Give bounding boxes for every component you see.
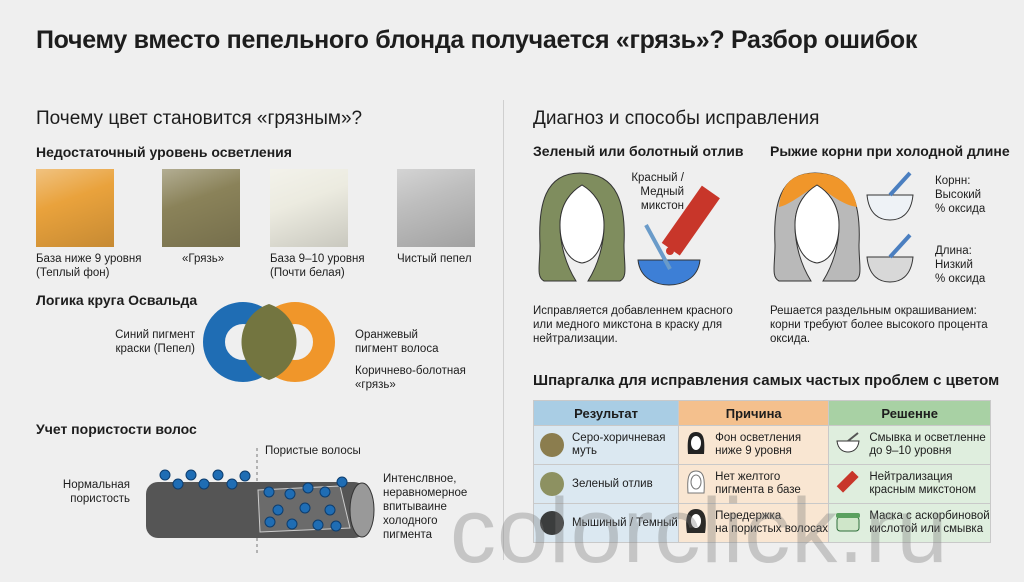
hair-swatch	[270, 169, 348, 247]
cell-text: кислотой или смывка	[869, 523, 984, 535]
cell-text: до 9–10 уровня	[869, 445, 952, 457]
hair-silhouette-icon	[685, 430, 707, 460]
text-line: холодного	[383, 515, 438, 527]
hair-swatch	[397, 169, 475, 247]
text-line: Интенслвное,	[383, 473, 457, 485]
cell-text: Нейтрализация	[869, 471, 953, 483]
oswald-circles	[203, 302, 335, 382]
divider	[503, 100, 504, 560]
text-line: впитываине	[383, 501, 447, 513]
swatch-label: База ниже 9 уровня (Теплый фон)	[36, 252, 141, 280]
roots-hair-illustration	[773, 171, 914, 283]
swatch-label: «Грязь»	[182, 252, 224, 266]
green-hair-illustration	[538, 172, 720, 286]
effect-label: Интенслвное, неравномерное впитываине холод…	[383, 472, 467, 542]
cheat-table: Результат Причина Решенне Серо-хоричнева…	[532, 400, 991, 543]
solution-icon	[835, 470, 861, 497]
green-title: Зеленый или болотный отлив	[533, 143, 744, 159]
solution-icon	[835, 510, 861, 536]
right-heading: Диагноз и способы исправления	[533, 108, 820, 129]
cell-text: на пористых волосах	[715, 523, 829, 535]
roots-oxide-label: Корнн: Высокий % оксида	[935, 174, 985, 216]
cell-text: пигмента в базе	[715, 484, 801, 496]
porous-label: Пористые волосы	[265, 445, 361, 457]
cell-text: Фон осветления	[715, 432, 802, 444]
text-line: Длина:	[935, 245, 972, 257]
cell-text: красным микстоном	[869, 484, 977, 496]
swatch-label-line: База ниже 9 уровня	[36, 253, 142, 265]
swatch-label-line: (Теплый фон)	[36, 267, 110, 279]
watermark: colorclick.ru	[450, 480, 949, 582]
hair-silhouette-icon	[685, 469, 707, 499]
hair-swatch	[36, 169, 114, 247]
page-title: Почему вместо пепельного блонда получает…	[36, 26, 918, 54]
text-line: % оксида	[935, 273, 986, 285]
hair-strand-illustration	[146, 448, 375, 555]
swatch-label: База 9–10 уровня (Почти белая)	[270, 252, 365, 280]
text-line: оксида.	[770, 333, 811, 345]
text-line: Красный /	[631, 172, 684, 184]
cell-text: Передержка	[715, 510, 782, 522]
solution-icon	[835, 432, 861, 458]
text-line: Исправляется добавленнем красного	[533, 305, 733, 317]
text-line: корни требуют более высокого процента	[770, 319, 988, 331]
text-line: неравномерное	[383, 487, 468, 499]
color-swatch-icon	[540, 433, 564, 457]
cell-text: Маска с аскорбиновой	[869, 510, 990, 522]
text-line: Решается раздельным окрашиванием:	[770, 305, 977, 317]
color-swatch-icon	[540, 472, 564, 496]
cell-text: Зеленый отлив	[572, 477, 653, 490]
hair-swatch	[162, 169, 240, 247]
header-solution: Решенне	[828, 400, 991, 426]
text-line: микстон	[640, 200, 684, 212]
cell-text: Серо-хоричневая	[572, 432, 666, 444]
swatch-label-line: «Грязь»	[182, 253, 225, 265]
roots-title: Рыжие корни при холодной длине	[770, 143, 1010, 159]
cheat-title: Шпаргалка для исправления самых частых п…	[533, 372, 1000, 389]
swatch-label-line: База 9–10 уровня	[270, 253, 365, 265]
cell-text: ниже 9 уровня	[715, 445, 792, 457]
text-line: Низкий	[935, 259, 973, 271]
text-line: Медный	[640, 186, 684, 198]
green-description: Исправляется добавленнем красного или мед…	[533, 304, 733, 346]
swatch-label-line: Чистый пепел	[397, 253, 472, 265]
left-heading: Почему цвет становится «грязным»?	[36, 108, 363, 129]
porosity-title: Учет пористости волос	[36, 421, 197, 437]
text-line: или медного микстона в краску для	[533, 319, 723, 331]
text-line: % оксида	[935, 203, 986, 215]
lightening-title: Недостаточный уровень осветления	[36, 144, 292, 160]
tube-label: Красный / Медный микстон	[612, 171, 684, 213]
text-line: пигмента	[383, 529, 433, 541]
text-line: нейтрализации.	[533, 333, 618, 345]
mix-overlap	[241, 304, 297, 380]
length-oxide-label: Длина: Низкий % оксида	[935, 244, 985, 286]
cell-text: Смывка и осветленне	[869, 432, 986, 444]
text-line: Высокий	[935, 189, 982, 201]
mix-label: Коричнево-болотная«грязь»	[355, 365, 466, 391]
swatch-label-line: (Почти белая)	[270, 267, 345, 279]
color-swatch-icon	[540, 511, 564, 535]
cell-text: муть	[572, 445, 598, 457]
header-cause: Причина	[678, 400, 830, 426]
text-line: Корнн:	[935, 175, 971, 187]
cell-text: Мышиный / Темный	[572, 516, 678, 529]
hair-silhouette-icon	[685, 508, 707, 538]
oswald-title: Логика круга Освальда	[36, 292, 198, 308]
cell-text: Нет желтого	[715, 471, 781, 483]
roots-description: Решается раздельным окрашиванием: корни т…	[770, 304, 988, 346]
header-result: Результат	[532, 400, 680, 426]
swatch-label: Чистый пепел	[397, 252, 472, 266]
